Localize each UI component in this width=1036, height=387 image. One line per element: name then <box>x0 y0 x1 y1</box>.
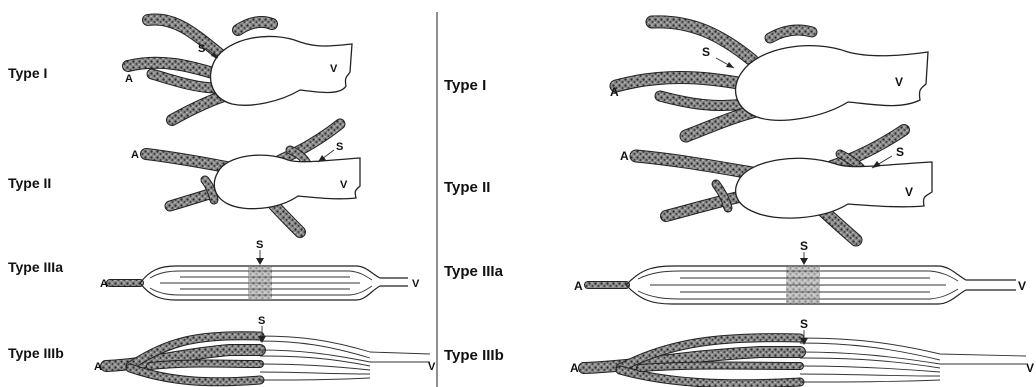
type-i-figure-right: Type I S A V <box>444 22 928 136</box>
type-ii-marker-s: S <box>336 141 343 153</box>
type-iiib-channel-network-right <box>584 338 1026 384</box>
type-ii-label-right: Type II <box>444 179 490 196</box>
type-ii-marker-v-right: V <box>905 185 913 199</box>
type-iiib-marker-a: A <box>94 361 102 373</box>
type-iiib-figure-right: Type IIIb S A V <box>444 317 1034 384</box>
type-ii-marker-a: A <box>131 149 139 161</box>
type-ii-marker-a-right: A <box>620 149 629 163</box>
type-i-marker-s-right: S <box>702 45 710 59</box>
type-iiia-marker-s: S <box>256 239 263 251</box>
type-iiib-figure: Type IIIb S A V <box>8 315 436 382</box>
type-iiib-channel-network <box>106 336 430 382</box>
type-iiia-marker-a-right: A <box>574 279 583 293</box>
type-iiib-marker-v: V <box>428 361 436 373</box>
type-iiia-label-right: Type IIIa <box>444 263 504 280</box>
type-iiib-label-right: Type IIIb <box>444 347 504 364</box>
type-ii-marker-v: V <box>340 179 348 191</box>
type-iiia-marker-s-right: S <box>800 239 808 253</box>
type-ii-figure-right: Type II A S V <box>444 130 932 240</box>
type-ii-label: Type II <box>8 175 51 191</box>
panel-right: Type I S A V Type II <box>444 22 1034 384</box>
type-ii-venous-sac <box>214 155 360 209</box>
type-i-marker-v: V <box>330 63 338 75</box>
type-iiia-figure-right: Type IIIa S A V <box>444 239 1026 304</box>
panel-left: Type I S A V Type II <box>8 19 436 381</box>
type-iiia-marker-v-right: V <box>1018 279 1026 293</box>
type-i-label: Type I <box>8 65 47 81</box>
type-i-marker-s: S <box>198 43 205 55</box>
type-iiib-marker-v-right: V <box>1026 361 1034 375</box>
type-iiia-figure: Type IIIa S A V <box>8 239 420 300</box>
type-i-label-right: Type I <box>444 77 486 94</box>
type-i-marker-a-right: A <box>610 85 619 99</box>
type-iiib-marker-a-right: A <box>570 361 579 375</box>
type-iiia-channel-bundle <box>140 266 408 300</box>
type-iiia-label: Type IIIa <box>8 259 63 275</box>
type-iiia-channel-bundle-right <box>626 266 1016 304</box>
type-iiia-marker-v: V <box>412 278 420 290</box>
type-ii-marker-s-right: S <box>896 145 904 159</box>
type-i-marker-v-right: V <box>895 75 903 89</box>
type-i-figure: Type I S A V <box>8 19 352 120</box>
type-iiib-label: Type IIIb <box>8 345 64 361</box>
type-iiib-marker-s: S <box>258 315 265 327</box>
type-ii-venous-sac-right <box>736 158 932 218</box>
type-iiib-marker-s-right: S <box>800 317 808 331</box>
type-iiia-marker-a: A <box>100 278 108 290</box>
type-ii-figure: Type II A S V <box>8 124 360 232</box>
type-i-marker-a: A <box>125 73 133 85</box>
